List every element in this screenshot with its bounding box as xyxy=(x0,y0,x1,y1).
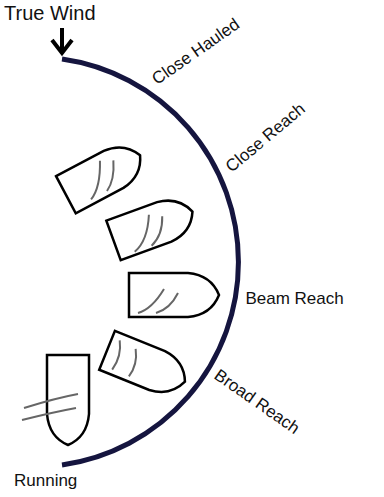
hull xyxy=(106,192,199,260)
wind-label: True Wind xyxy=(2,3,98,23)
boat-close-hauled xyxy=(56,137,150,214)
point-of-sail-label: Broad Reach xyxy=(209,365,305,441)
sail xyxy=(96,160,125,191)
point-of-sail-label: Close Hauled xyxy=(147,13,245,90)
wind-arrow-shaft xyxy=(60,28,64,51)
point-of-sail-label: Running xyxy=(12,471,79,491)
sail xyxy=(156,293,178,313)
sail xyxy=(138,289,164,313)
boat-broad-reach xyxy=(99,331,193,401)
sail xyxy=(108,340,124,370)
sail xyxy=(125,349,140,377)
sail xyxy=(77,161,114,200)
wind-arrow-head xyxy=(52,40,72,53)
boat-beam-reach xyxy=(129,273,219,317)
sail xyxy=(143,216,170,245)
point-of-sail-label: Close Reach xyxy=(221,97,311,177)
sail xyxy=(24,394,78,408)
sail xyxy=(124,215,159,252)
hull xyxy=(129,273,219,317)
boat-running xyxy=(22,355,89,445)
hull xyxy=(56,137,150,214)
boat-close-reach xyxy=(106,192,199,260)
point-of-sail-label: Beam Reach xyxy=(243,289,345,309)
sail xyxy=(22,408,76,420)
hull xyxy=(99,331,193,401)
